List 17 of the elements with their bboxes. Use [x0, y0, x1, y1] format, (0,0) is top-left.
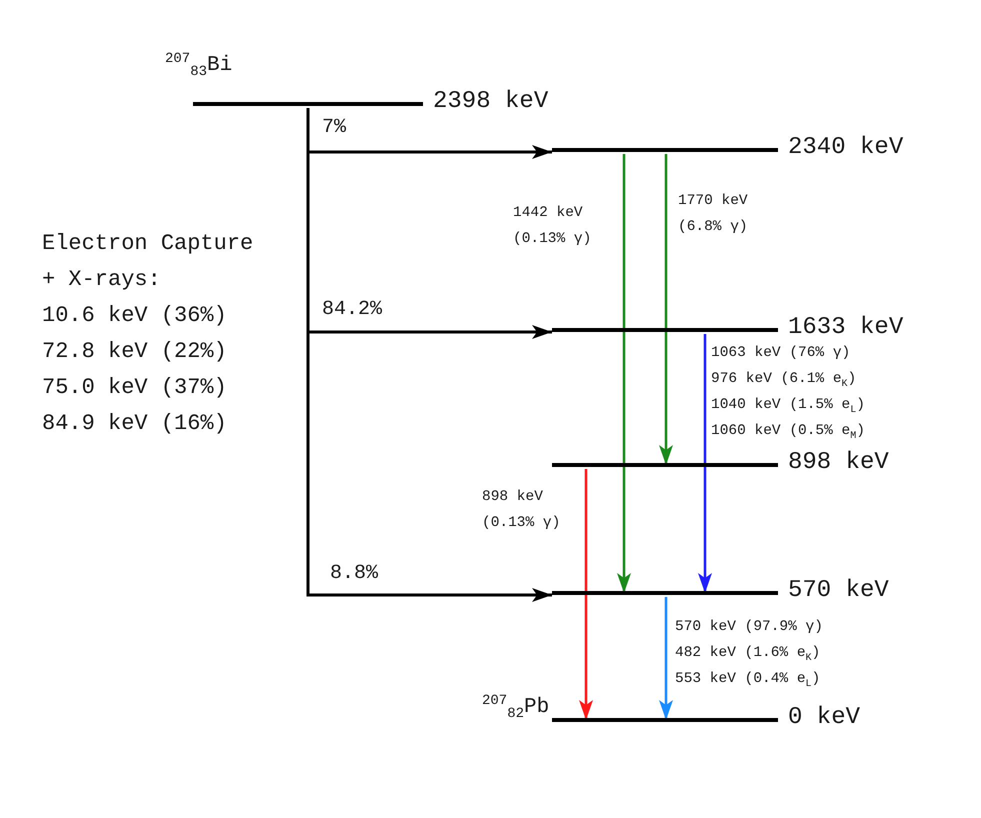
arrow — [579, 469, 593, 720]
arrow — [659, 597, 673, 720]
energy-label: 898 keV — [788, 448, 889, 478]
note-text: 75.0 keV (37%) — [42, 374, 228, 402]
arrow — [306, 108, 552, 602]
energy-label: 2340 keV — [788, 133, 904, 163]
note-text: 84.9 keV (16%) — [42, 410, 228, 438]
energy-label: 1633 keV — [788, 313, 904, 343]
note-text: Electron Capture + X-rays: — [42, 230, 254, 294]
arrow — [698, 334, 712, 593]
arrow — [617, 154, 631, 593]
energy-label: 570 keV — [788, 576, 889, 606]
note-text: 72.8 keV (22%) — [42, 338, 228, 366]
arrow — [659, 154, 673, 465]
energy-label: 2398 keV — [433, 87, 548, 117]
energy-label: 0 keV — [788, 703, 860, 733]
note-text: 10.6 keV (36%) — [42, 302, 228, 330]
